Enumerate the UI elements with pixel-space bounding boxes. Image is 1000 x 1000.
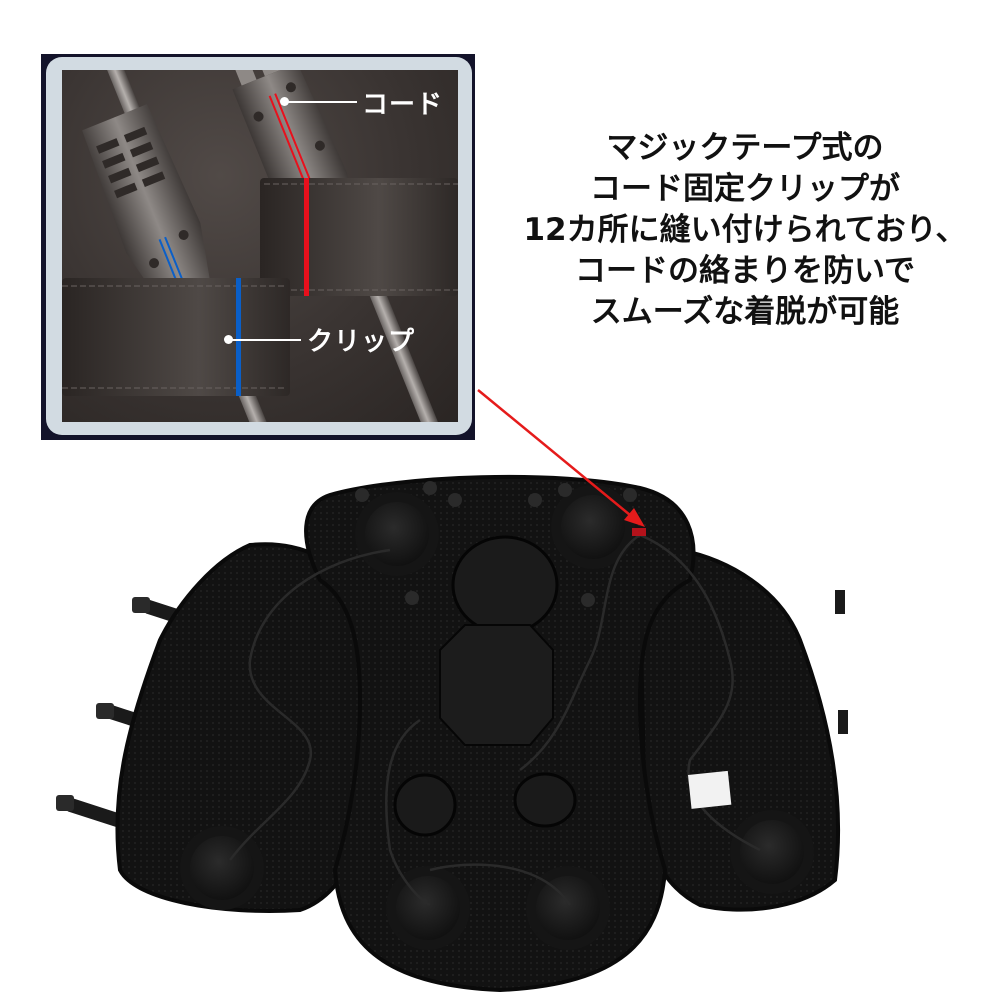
description-line: スムーズな着脱が可能	[590, 294, 900, 330]
fan	[180, 826, 264, 910]
cord-callout-line	[287, 101, 357, 103]
clip-strap-lower	[62, 278, 290, 396]
cord-label: コード	[362, 90, 444, 120]
description-line: 12カ所に縫い付けられており、	[523, 212, 967, 248]
cables	[229, 533, 761, 907]
description-line: コード固定クリップが	[590, 171, 900, 207]
fan	[355, 492, 439, 576]
cord-callout-dot	[280, 97, 289, 106]
description-line: マジックテープ式の	[606, 130, 884, 166]
shoulder-cord-clip	[632, 528, 646, 536]
description-line: コードの絡まりを防いで	[574, 253, 916, 289]
fan	[730, 810, 814, 894]
fan	[386, 866, 470, 950]
fan	[551, 485, 635, 569]
upper-vent	[451, 535, 559, 635]
product-tag	[688, 770, 732, 809]
cord-clip-illustration	[62, 70, 458, 422]
feature-description: マジックテープ式の コード固定クリップが 12カ所に縫い付けられており、 コード…	[520, 128, 970, 333]
detail-inset-illustration: コード クリップ	[62, 70, 458, 422]
side-tab	[838, 710, 848, 734]
clip-callout-line	[231, 339, 301, 341]
fan	[526, 866, 610, 950]
clip-strap-upper	[260, 178, 458, 296]
clip-callout-dot	[224, 335, 233, 344]
lower-vent	[393, 773, 457, 837]
lower-vent	[513, 772, 577, 828]
side-tab	[835, 590, 845, 614]
battery-plate	[439, 624, 554, 746]
clip-label: クリップ	[307, 327, 416, 357]
